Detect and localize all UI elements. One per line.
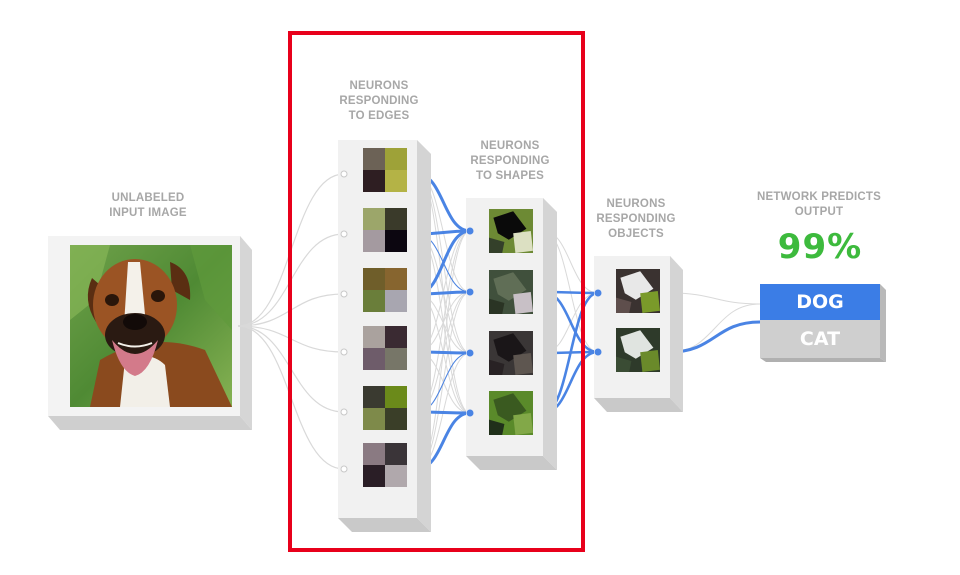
object-tile-facet	[616, 356, 632, 372]
edge-tile-cell	[385, 148, 407, 170]
node	[340, 230, 348, 238]
node	[340, 465, 348, 473]
edge-tile-cell	[363, 386, 385, 408]
shape-tile-facet	[513, 292, 533, 314]
output-panel	[760, 284, 886, 362]
edge-tile-cell	[363, 465, 385, 487]
object-output-connection	[669, 292, 761, 305]
edge-tile-cell	[385, 408, 407, 430]
shape-tile-facet	[513, 413, 533, 435]
node	[340, 348, 348, 356]
node	[340, 408, 348, 416]
objects-tiles	[616, 269, 660, 372]
edge-tile-cell	[385, 465, 407, 487]
edge-tile-cell	[385, 208, 407, 230]
edge-tile-cell	[363, 443, 385, 465]
shape-tile-facet	[489, 359, 505, 375]
shape-tile-facet	[489, 237, 505, 253]
cat-output-label: CAT	[799, 328, 841, 350]
edge-tile-cell	[363, 230, 385, 252]
edge-tile-cell	[385, 348, 407, 370]
connection-nodes	[340, 170, 602, 473]
node	[594, 348, 602, 356]
edge-tile-cell	[385, 443, 407, 465]
shapes-tiles	[489, 209, 533, 435]
edge-tile-cell	[385, 268, 407, 290]
edge-tile-cell	[363, 348, 385, 370]
edge-tile-cell	[363, 148, 385, 170]
edge-tile-cell	[363, 208, 385, 230]
edges-tiles	[363, 148, 407, 487]
edge-tile-cell	[385, 230, 407, 252]
edge-tile-cell	[363, 290, 385, 312]
node	[340, 290, 348, 298]
object-tile-facet	[640, 350, 660, 372]
dog-photo	[70, 245, 232, 407]
cat-output-box	[760, 320, 880, 358]
node	[466, 409, 474, 417]
object-tile-facet	[640, 291, 660, 313]
active-object-output-connection	[669, 320, 761, 354]
input-image-panel	[48, 236, 252, 430]
edge-tile-cell	[385, 386, 407, 408]
confidence-percentage: 99%	[777, 227, 863, 267]
node	[594, 289, 602, 297]
highlight-box	[288, 31, 585, 552]
edge-tile-cell	[385, 170, 407, 192]
dog-output-box	[760, 284, 880, 320]
edge-tile-cell	[363, 170, 385, 192]
edge-tile-cell	[385, 326, 407, 348]
node	[466, 227, 474, 235]
shape-tile-facet	[513, 353, 533, 375]
object-tile-facet	[616, 297, 632, 313]
node	[340, 170, 348, 178]
object-output-connection	[669, 303, 761, 353]
shape-tile-facet	[489, 298, 505, 314]
shape-tile-facet	[489, 419, 505, 435]
edge-tile-cell	[385, 290, 407, 312]
shape-tile-facet	[513, 231, 533, 253]
edge-tile-cell	[363, 268, 385, 290]
node	[466, 349, 474, 357]
node	[466, 288, 474, 296]
edge-tile-cell	[363, 326, 385, 348]
edge-tile-cell	[363, 408, 385, 430]
dog-output-label: DOG	[796, 291, 844, 313]
